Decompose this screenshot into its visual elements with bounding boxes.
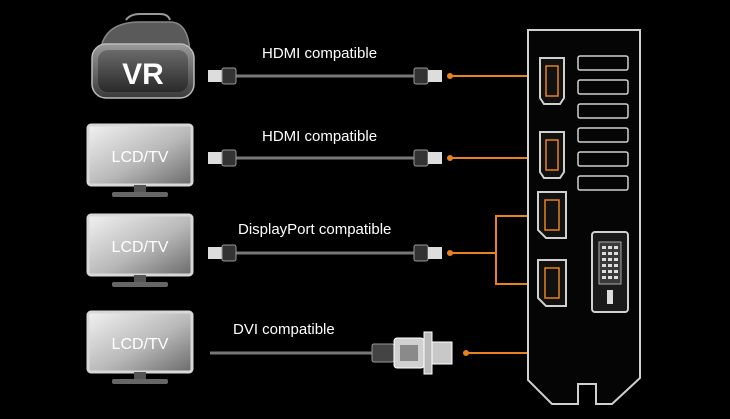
connection-label-displayport: DisplayPort compatible <box>238 221 392 238</box>
displayport-port-icon <box>537 259 567 307</box>
hdmi-port-icon <box>539 57 565 105</box>
device-label-lcd-3: LCD/TV <box>112 336 169 353</box>
connection-label-dvi: DVI compatible <box>233 321 335 338</box>
dvi-port-icon <box>591 231 629 313</box>
monitor-icon: LCD/TV <box>86 213 194 287</box>
connection-dots <box>447 73 469 356</box>
hdmi-cable <box>208 149 442 167</box>
device-label-lcd-1: LCD/TV <box>112 149 169 166</box>
device-label-vr: VR <box>122 58 164 91</box>
displayport-cable <box>208 244 442 262</box>
displayport-port-icon <box>537 191 567 239</box>
hdmi-port-icon <box>539 131 565 179</box>
connection-label-hdmi-1: HDMI compatible <box>262 45 378 62</box>
dvi-cable <box>210 331 453 375</box>
vr-headset-icon: VR <box>91 13 195 99</box>
monitor-icon: LCD/TV <box>86 123 194 197</box>
hdmi-cable <box>208 67 442 85</box>
monitor-icon: LCD/TV <box>86 310 194 384</box>
connection-label-hdmi-2: HDMI compatible <box>262 128 378 145</box>
device-label-lcd-2: LCD/TV <box>112 239 169 256</box>
